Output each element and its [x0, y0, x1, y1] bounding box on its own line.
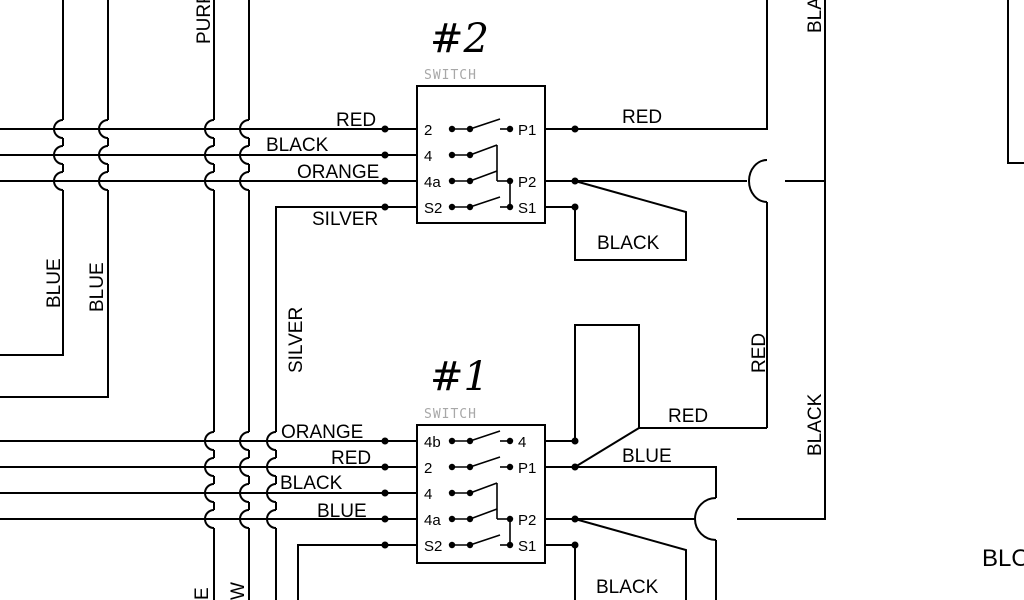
switch2-box[interactable]: [416, 85, 546, 224]
switch1-contacts: [448, 430, 514, 549]
switch1-pin-4-right: 4: [518, 434, 526, 451]
label-purple-vertical: PURPLE: [194, 0, 215, 44]
crossover-humps-bottom: [204, 431, 277, 529]
wire-s2-p1-red: [545, 0, 768, 130]
switch2-caption: SWITCH: [424, 68, 477, 83]
wire-right-edge-fragment: [1007, 0, 1024, 164]
switch1-caption: SWITCH: [424, 407, 477, 422]
label-s1-black: BLACK: [280, 473, 343, 494]
switch1-pin-p1: P1: [518, 460, 536, 477]
switch1-number: #1: [430, 354, 489, 400]
label-s2-silver: SILVER: [312, 209, 378, 230]
label-s2-s1-black: BLACK: [597, 233, 660, 254]
switch2-pin-2: 2: [424, 122, 432, 139]
switch2-terminals: [381, 125, 579, 211]
switch2-pin-4a: 4a: [424, 174, 441, 191]
label-s2-orange: ORANGE: [297, 162, 379, 183]
label-bottom-left-1: E: [192, 587, 213, 600]
label-blue-vertical-2: BLUE: [87, 262, 108, 312]
switch1-pin-p2: P2: [518, 512, 536, 529]
label-bottom-left-2: W: [228, 582, 249, 600]
wire-s1-s2: [297, 544, 417, 600]
switch2-pin-p2: P2: [518, 174, 536, 191]
switch2-pin-p1: P1: [518, 122, 536, 139]
wire-trunk-1: [0, 0, 64, 356]
switch2-contacts: [448, 118, 514, 211]
switch2-number: #2: [430, 16, 489, 62]
wire-trunk-2: [0, 0, 109, 398]
label-right-black-vertical: BLACK: [805, 393, 826, 456]
label-s1-4-red: RED: [668, 406, 708, 427]
switch2-pin-s2: S2: [424, 200, 442, 217]
label-silver-vertical: SILVER: [286, 307, 307, 373]
label-s1-p1-blue: BLUE: [622, 446, 672, 467]
label-s1-orange: ORANGE: [281, 422, 363, 443]
switch1-pin-2: 2: [424, 460, 432, 477]
label-bottom-right: BLO: [982, 545, 1024, 572]
switch1-pin-s2: S2: [424, 538, 442, 555]
wire-s2-s1-black-loop: [545, 180, 687, 261]
switch1-pin-4b: 4b: [424, 434, 441, 451]
label-top-black-vertical: BLACK: [805, 0, 826, 33]
label-s1-blue: BLUE: [317, 501, 367, 522]
wire-s1-4-loop: [545, 324, 767, 442]
crossover-hump-s2-p2: [748, 159, 768, 203]
switch2-pin-4: 4: [424, 148, 432, 165]
label-s2-red: RED: [336, 110, 376, 131]
wire-s1-s1-black-loop: [545, 518, 687, 600]
switch2-pin-s1: S1: [518, 200, 536, 217]
crossover-hump-s1-blue: [694, 497, 717, 541]
wire-silver: [275, 206, 385, 600]
label-s1-s1-black: BLACK: [596, 577, 659, 598]
switch1-pin-4a: 4a: [424, 512, 441, 529]
switch1-pin-4: 4: [424, 486, 432, 503]
label-s2-p1-red: RED: [622, 107, 662, 128]
label-s1-red: RED: [331, 448, 371, 469]
label-s2-black: BLACK: [266, 135, 329, 156]
label-blue-vertical-1: BLUE: [44, 258, 65, 308]
switch1-pin-s1: S1: [518, 538, 536, 555]
switch1-terminals: [381, 437, 579, 549]
label-right-red-vertical: RED: [749, 333, 770, 373]
wire-s2-p2: [545, 0, 826, 182]
switch1-box[interactable]: [416, 424, 546, 564]
